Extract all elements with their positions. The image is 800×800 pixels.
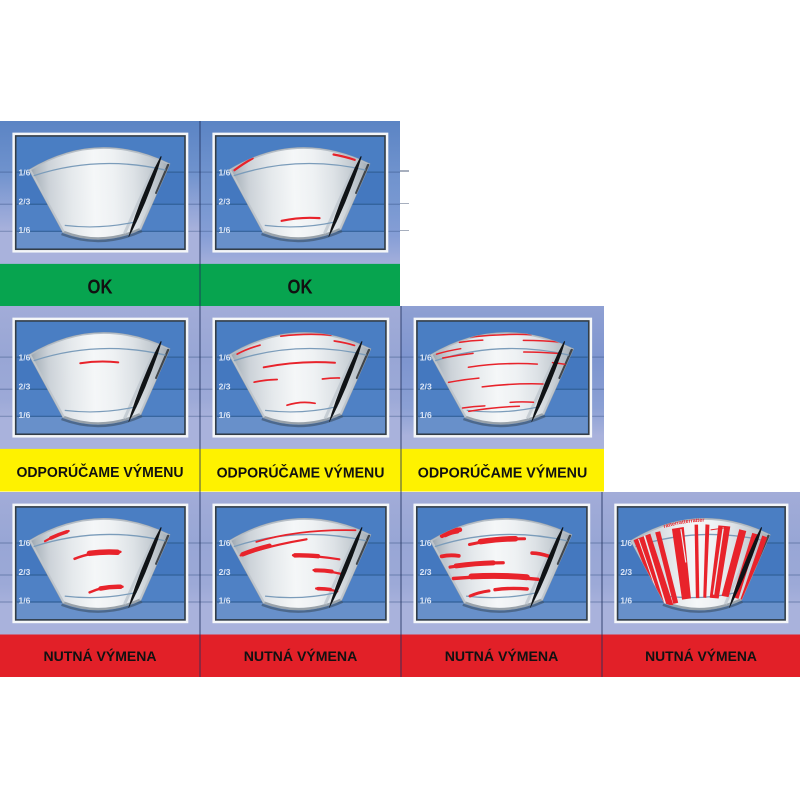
svg-text:2/3: 2/3 xyxy=(19,567,31,577)
svg-text:2/3: 2/3 xyxy=(219,567,231,577)
svg-text:1/6: 1/6 xyxy=(19,595,31,605)
svg-text:2/3: 2/3 xyxy=(219,196,231,206)
svg-text:ODPORÚČAME VÝMENU: ODPORÚČAME VÝMENU xyxy=(418,463,588,481)
svg-text:1/6: 1/6 xyxy=(219,224,231,234)
svg-text:OK: OK xyxy=(88,276,113,298)
svg-text:1/6: 1/6 xyxy=(19,410,31,420)
svg-text:1/6: 1/6 xyxy=(620,538,632,548)
svg-text:1/6: 1/6 xyxy=(19,224,31,234)
svg-text:NUTNÁ VÝMENA: NUTNÁ VÝMENA xyxy=(645,646,757,663)
svg-text:1/6: 1/6 xyxy=(19,167,31,177)
svg-text:1/6: 1/6 xyxy=(19,352,31,362)
svg-text:1/6: 1/6 xyxy=(420,410,432,420)
svg-text:1/6: 1/6 xyxy=(219,595,231,605)
svg-text:OK: OK xyxy=(288,276,313,298)
svg-text:2/3: 2/3 xyxy=(19,381,31,391)
svg-text:2/3: 2/3 xyxy=(420,567,432,577)
svg-text:ODPORÚČAME VÝMENU: ODPORÚČAME VÝMENU xyxy=(17,463,184,481)
svg-text:2/3: 2/3 xyxy=(420,381,432,391)
svg-text:1/6: 1/6 xyxy=(219,410,231,420)
svg-text:NUTNÁ VÝMENA: NUTNÁ VÝMENA xyxy=(445,646,559,663)
svg-text:1/6: 1/6 xyxy=(219,167,231,177)
svg-text:NUTNÁ VÝMENA: NUTNÁ VÝMENA xyxy=(244,646,358,663)
svg-text:2/3: 2/3 xyxy=(620,567,632,577)
svg-text:1/6: 1/6 xyxy=(420,352,432,362)
svg-text:1/6: 1/6 xyxy=(19,538,31,548)
svg-text:2/3: 2/3 xyxy=(19,196,31,206)
svg-text:ODPORÚČAME VÝMENU: ODPORÚČAME VÝMENU xyxy=(217,463,385,481)
svg-text:1/6: 1/6 xyxy=(219,352,231,362)
svg-text:1/6: 1/6 xyxy=(420,538,432,548)
svg-text:1/6: 1/6 xyxy=(620,595,632,605)
svg-text:1/6: 1/6 xyxy=(420,595,432,605)
svg-text:1/6: 1/6 xyxy=(219,538,231,548)
svg-text:NUTNÁ VÝMENA: NUTNÁ VÝMENA xyxy=(44,646,157,663)
svg-text:2/3: 2/3 xyxy=(219,381,231,391)
